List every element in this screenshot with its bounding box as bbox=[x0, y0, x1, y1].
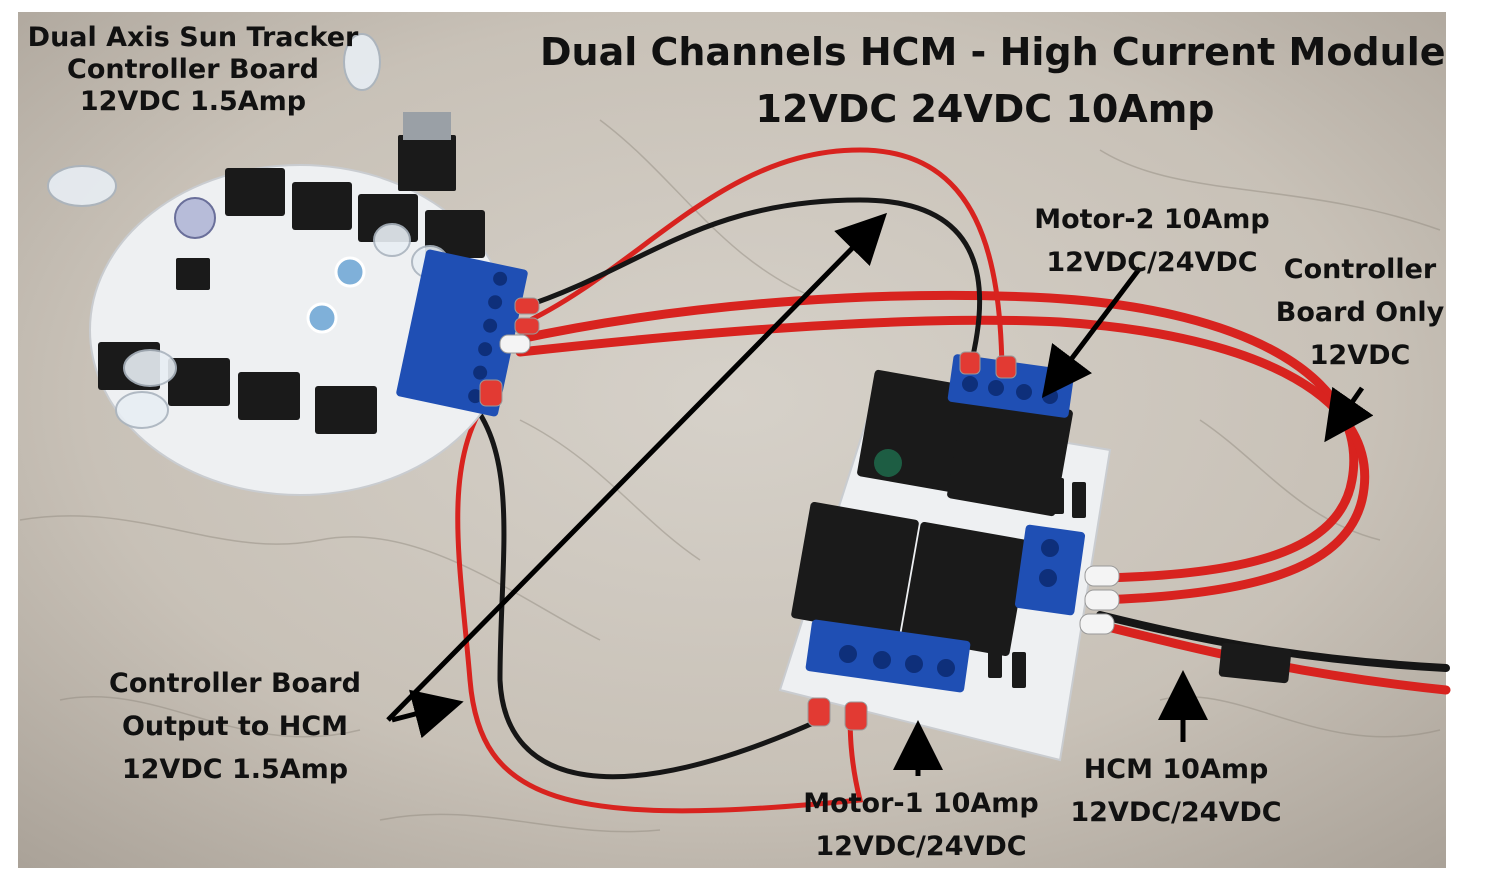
ldr-sensor bbox=[123, 349, 177, 387]
label-line: 12VDC/24VDC bbox=[815, 831, 1027, 863]
diode bbox=[1012, 652, 1026, 688]
regulator-tab bbox=[403, 112, 451, 140]
ldr-sensor bbox=[47, 165, 117, 207]
label-line: Dual Channels HCM - High Current Module bbox=[540, 30, 1446, 74]
controller-terminal-block bbox=[396, 249, 528, 417]
label-line: Controller Board bbox=[109, 668, 361, 699]
wire-ferrules bbox=[479, 297, 1120, 731]
diode bbox=[1050, 478, 1064, 514]
label-line: Controller bbox=[1283, 254, 1437, 285]
label-hcm-title: Dual Channels HCM - High Current Module … bbox=[540, 24, 1446, 138]
trim-pot bbox=[306, 302, 338, 334]
qc-sticker bbox=[174, 197, 216, 239]
relay-led bbox=[874, 449, 902, 477]
arrow-ctrl-out-long bbox=[386, 212, 888, 722]
label-line: 12VDC/24VDC bbox=[1070, 797, 1282, 829]
label-controller-board-only: Controller Board Only 12VDC bbox=[1270, 248, 1450, 378]
wires bbox=[455, 147, 1451, 814]
label-line: 12VDC/24VDC bbox=[1046, 247, 1258, 279]
mosfet bbox=[292, 182, 352, 230]
controller-board bbox=[47, 33, 528, 496]
relay bbox=[947, 391, 1073, 517]
controller-power-wire-upper bbox=[510, 290, 1359, 583]
label-motor2: Motor-2 10Amp 12VDC/24VDC bbox=[1022, 198, 1282, 284]
label-line: HCM 10Amp bbox=[1083, 754, 1269, 785]
annotation-arrows bbox=[386, 212, 1374, 776]
hcm-board bbox=[778, 354, 1112, 762]
label-line: 12VDC bbox=[1309, 340, 1411, 372]
ldr-sensor bbox=[343, 33, 381, 91]
label-sun-tracker-board: Dual Axis Sun Tracker Controller Board 1… bbox=[18, 22, 368, 118]
label-controller-output: Controller Board Output to HCM 12VDC 1.5… bbox=[100, 662, 370, 792]
label-line: 12VDC 1.5Amp bbox=[121, 754, 349, 786]
label-hcm-10amp: HCM 10Amp 12VDC/24VDC bbox=[1060, 748, 1292, 834]
trim-pot bbox=[334, 256, 366, 288]
label-line: Controller Board bbox=[67, 53, 319, 85]
motor2-black-wire bbox=[517, 197, 983, 371]
label-line: Motor-1 10Amp bbox=[803, 788, 1039, 819]
label-line: Board Only bbox=[1275, 297, 1445, 329]
regulator bbox=[398, 135, 456, 191]
label-line: Motor-2 10Amp bbox=[1034, 204, 1270, 235]
relay bbox=[901, 521, 1029, 657]
label-motor1: Motor-1 10Amp 12VDC/24VDC bbox=[790, 782, 1052, 868]
ic-chip bbox=[176, 258, 210, 290]
label-line: 12VDC 1.5Amp bbox=[79, 85, 307, 117]
ldr-sensor bbox=[373, 223, 411, 257]
ldr-sensor bbox=[115, 391, 169, 429]
motor1-red-wire bbox=[455, 389, 864, 814]
arrow-motor2 bbox=[1041, 266, 1142, 398]
mosfet bbox=[425, 210, 485, 258]
arrow-ctrl-out-short bbox=[391, 689, 464, 739]
diode bbox=[988, 642, 1002, 678]
mosfet bbox=[225, 168, 285, 216]
label-line: Dual Axis Sun Tracker bbox=[27, 22, 359, 53]
arrow-controller-only bbox=[1324, 386, 1374, 443]
motor2-red-wire bbox=[517, 147, 1005, 371]
diode bbox=[1072, 482, 1086, 518]
relay bbox=[791, 501, 919, 637]
label-line: Output to HCM bbox=[121, 711, 349, 743]
mosfet bbox=[315, 386, 377, 434]
controller-power-wire-lower bbox=[515, 315, 1370, 605]
mosfet bbox=[238, 372, 300, 420]
label-line: 12VDC 24VDC 10Amp bbox=[755, 87, 1215, 131]
heat-shrink-sleeve bbox=[1218, 642, 1292, 684]
motor1-black-wire bbox=[467, 397, 823, 780]
mosfet bbox=[168, 358, 230, 406]
